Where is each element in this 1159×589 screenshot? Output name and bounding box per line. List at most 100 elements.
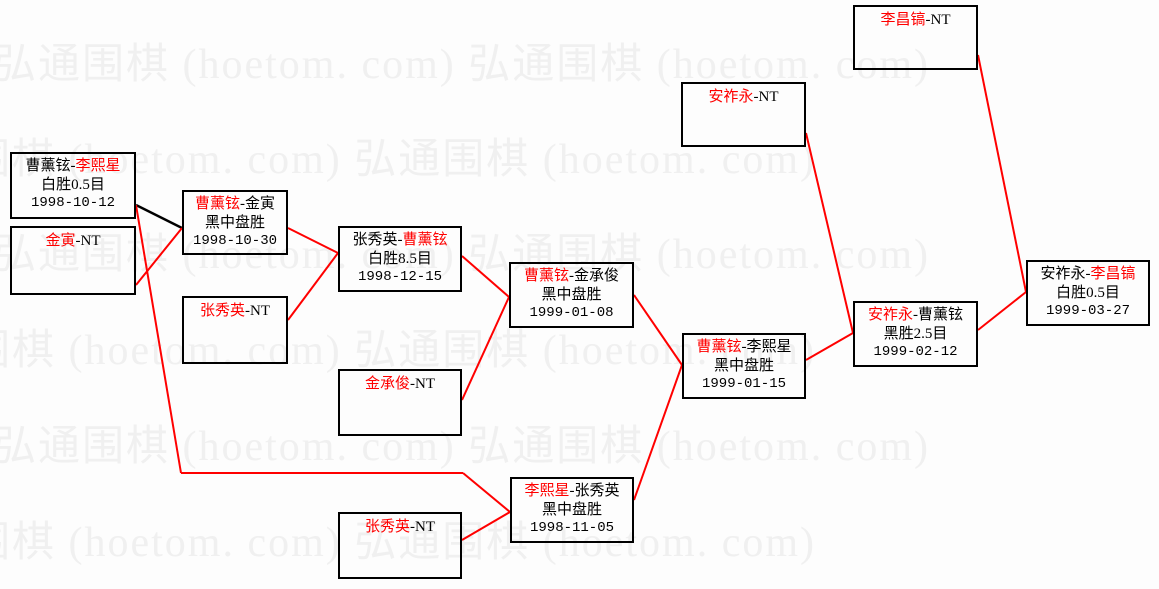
match-date: 1998-11-05 xyxy=(529,520,614,537)
player-a-name: 曹薰铉 xyxy=(696,339,742,355)
player-b-name: NT xyxy=(930,12,951,28)
match-players: 曹薰铉-李熙星 xyxy=(684,338,804,357)
player-a-name: 曹薰铉 xyxy=(25,158,71,174)
player-separator: - xyxy=(569,268,574,284)
player-a-name: 金承俊 xyxy=(364,376,410,392)
match-result: 黑中盘胜 xyxy=(204,215,265,232)
match-date: 1999-02-12 xyxy=(873,344,958,361)
match-players: 金承俊-NT xyxy=(340,375,460,394)
edge-n3-to-n5 xyxy=(287,227,339,254)
player-b-name: NT xyxy=(758,89,779,105)
seed-jin-chengjun[interactable]: 金承俊-NT xyxy=(338,369,462,436)
match-players: 李昌镐-NT xyxy=(855,11,976,30)
player-separator: - xyxy=(70,158,76,174)
player-b-name: NT xyxy=(415,519,435,535)
match-players: 曹薰铉-金寅 xyxy=(184,195,286,214)
match-players: 安祚永-NT xyxy=(683,88,804,107)
match-players: 曹薰铉-李熙星 xyxy=(12,157,134,176)
match-result: 黑中盘胜 xyxy=(541,287,602,304)
edge-n1-to-n14 xyxy=(135,204,182,474)
player-b-name: NT xyxy=(250,303,270,319)
player-a-name: 张秀英 xyxy=(352,232,398,248)
edge-n10-to-n9 xyxy=(805,132,854,334)
player-separator: - xyxy=(1085,266,1091,282)
watermark-text: 弘通围棋 (hoetom. com) 弘通围棋 (hoetom. com) xyxy=(0,137,817,183)
player-a-name: 安祚永 xyxy=(708,89,754,105)
player-b-name: NT xyxy=(415,376,435,392)
player-separator: - xyxy=(569,483,575,499)
player-separator: - xyxy=(245,303,250,319)
edge-n11-to-n12 xyxy=(977,54,1027,293)
match-date: 1999-01-08 xyxy=(529,305,614,322)
player-b-name: 李熙星 xyxy=(75,158,121,174)
player-separator: - xyxy=(410,519,415,535)
player-separator: - xyxy=(75,233,81,249)
edge-n1-to-n3 xyxy=(135,203,183,230)
match-players: 金寅-NT xyxy=(12,232,134,251)
match-result: 黑中盘胜 xyxy=(713,358,774,375)
player-a-name: 曹薰铉 xyxy=(194,196,240,212)
edge-n9-to-n12 xyxy=(977,291,1027,331)
edge-n4-to-n5 xyxy=(287,252,339,321)
seed-zhang-xiuying-upper[interactable]: 张秀英-NT xyxy=(182,296,288,364)
match-players: 李熙星-张秀英 xyxy=(512,482,632,501)
match-result: 白胜0.5目 xyxy=(41,177,105,194)
player-separator: - xyxy=(925,12,931,28)
player-b-name: 李熙星 xyxy=(746,339,792,355)
player-b-name: 曹薰铉 xyxy=(918,307,964,323)
player-b-name: NT xyxy=(80,233,101,249)
player-a-name: 安祚永 xyxy=(867,307,913,323)
match-players: 安祚永-李昌镐 xyxy=(1028,265,1148,284)
match-result: 黑胜2.5目 xyxy=(883,326,948,343)
match-result: 白胜8.5目 xyxy=(368,251,432,268)
edge-n13-to-n14 xyxy=(461,511,511,541)
player-a-name: 张秀英 xyxy=(364,519,410,535)
player-a-name: 金寅 xyxy=(45,233,76,249)
seed-zhang-xiuying-lower[interactable]: 张秀英-NT xyxy=(338,512,462,579)
edge-n14-to-n8 xyxy=(633,364,683,501)
edge-n7-to-n8 xyxy=(633,294,683,366)
match-players: 曹薰铉-金承俊 xyxy=(511,267,632,286)
match-result: 白胜0.5目 xyxy=(1056,285,1120,302)
edge-n5-to-n7 xyxy=(461,255,510,298)
match-date: 1999-03-27 xyxy=(1045,303,1130,320)
player-a-name: 李熙星 xyxy=(524,483,570,499)
player-separator: - xyxy=(913,307,918,323)
seed-lee-changho[interactable]: 李昌镐-NT xyxy=(853,5,978,70)
match-players: 张秀英-NT xyxy=(340,518,460,537)
watermark-text: 弘通围棋 (hoetom. com) 弘通围棋 (hoetom. com) xyxy=(0,424,931,470)
player-b-name: 曹薰铉 xyxy=(402,232,448,248)
player-b-name: 金寅 xyxy=(245,196,276,212)
match-players: 张秀英-曹薰铉 xyxy=(340,231,460,250)
player-separator: - xyxy=(753,89,759,105)
edge-feeder-to-n14 xyxy=(462,472,511,513)
player-separator: - xyxy=(410,376,415,392)
player-a-name: 安祚永 xyxy=(1040,266,1086,282)
player-separator: - xyxy=(741,339,747,355)
match-date: 1999-01-15 xyxy=(701,376,786,393)
player-separator: - xyxy=(240,196,245,212)
player-a-name: 张秀英 xyxy=(199,303,245,319)
edge-n6-to-n7 xyxy=(461,296,510,401)
seed-jin-yin[interactable]: 金寅-NT xyxy=(10,226,136,295)
match-date: 1998-10-30 xyxy=(192,233,277,250)
watermark-text: 弘通围棋 (hoetom. com) 弘通围棋 (hoetom. com) xyxy=(0,42,931,88)
player-b-name: 李昌镐 xyxy=(1090,266,1136,282)
seed-an-zuoyong[interactable]: 安祚永-NT xyxy=(681,82,806,147)
match-date: 1998-12-15 xyxy=(357,269,442,286)
player-separator: - xyxy=(397,232,403,248)
player-a-name: 李昌镐 xyxy=(880,12,926,28)
match-players: 安祚永-曹薰铉 xyxy=(855,306,976,325)
player-b-name: 张秀英 xyxy=(574,483,620,499)
match-players: 张秀英-NT xyxy=(184,302,286,321)
match-result: 黑中盘胜 xyxy=(541,502,602,519)
